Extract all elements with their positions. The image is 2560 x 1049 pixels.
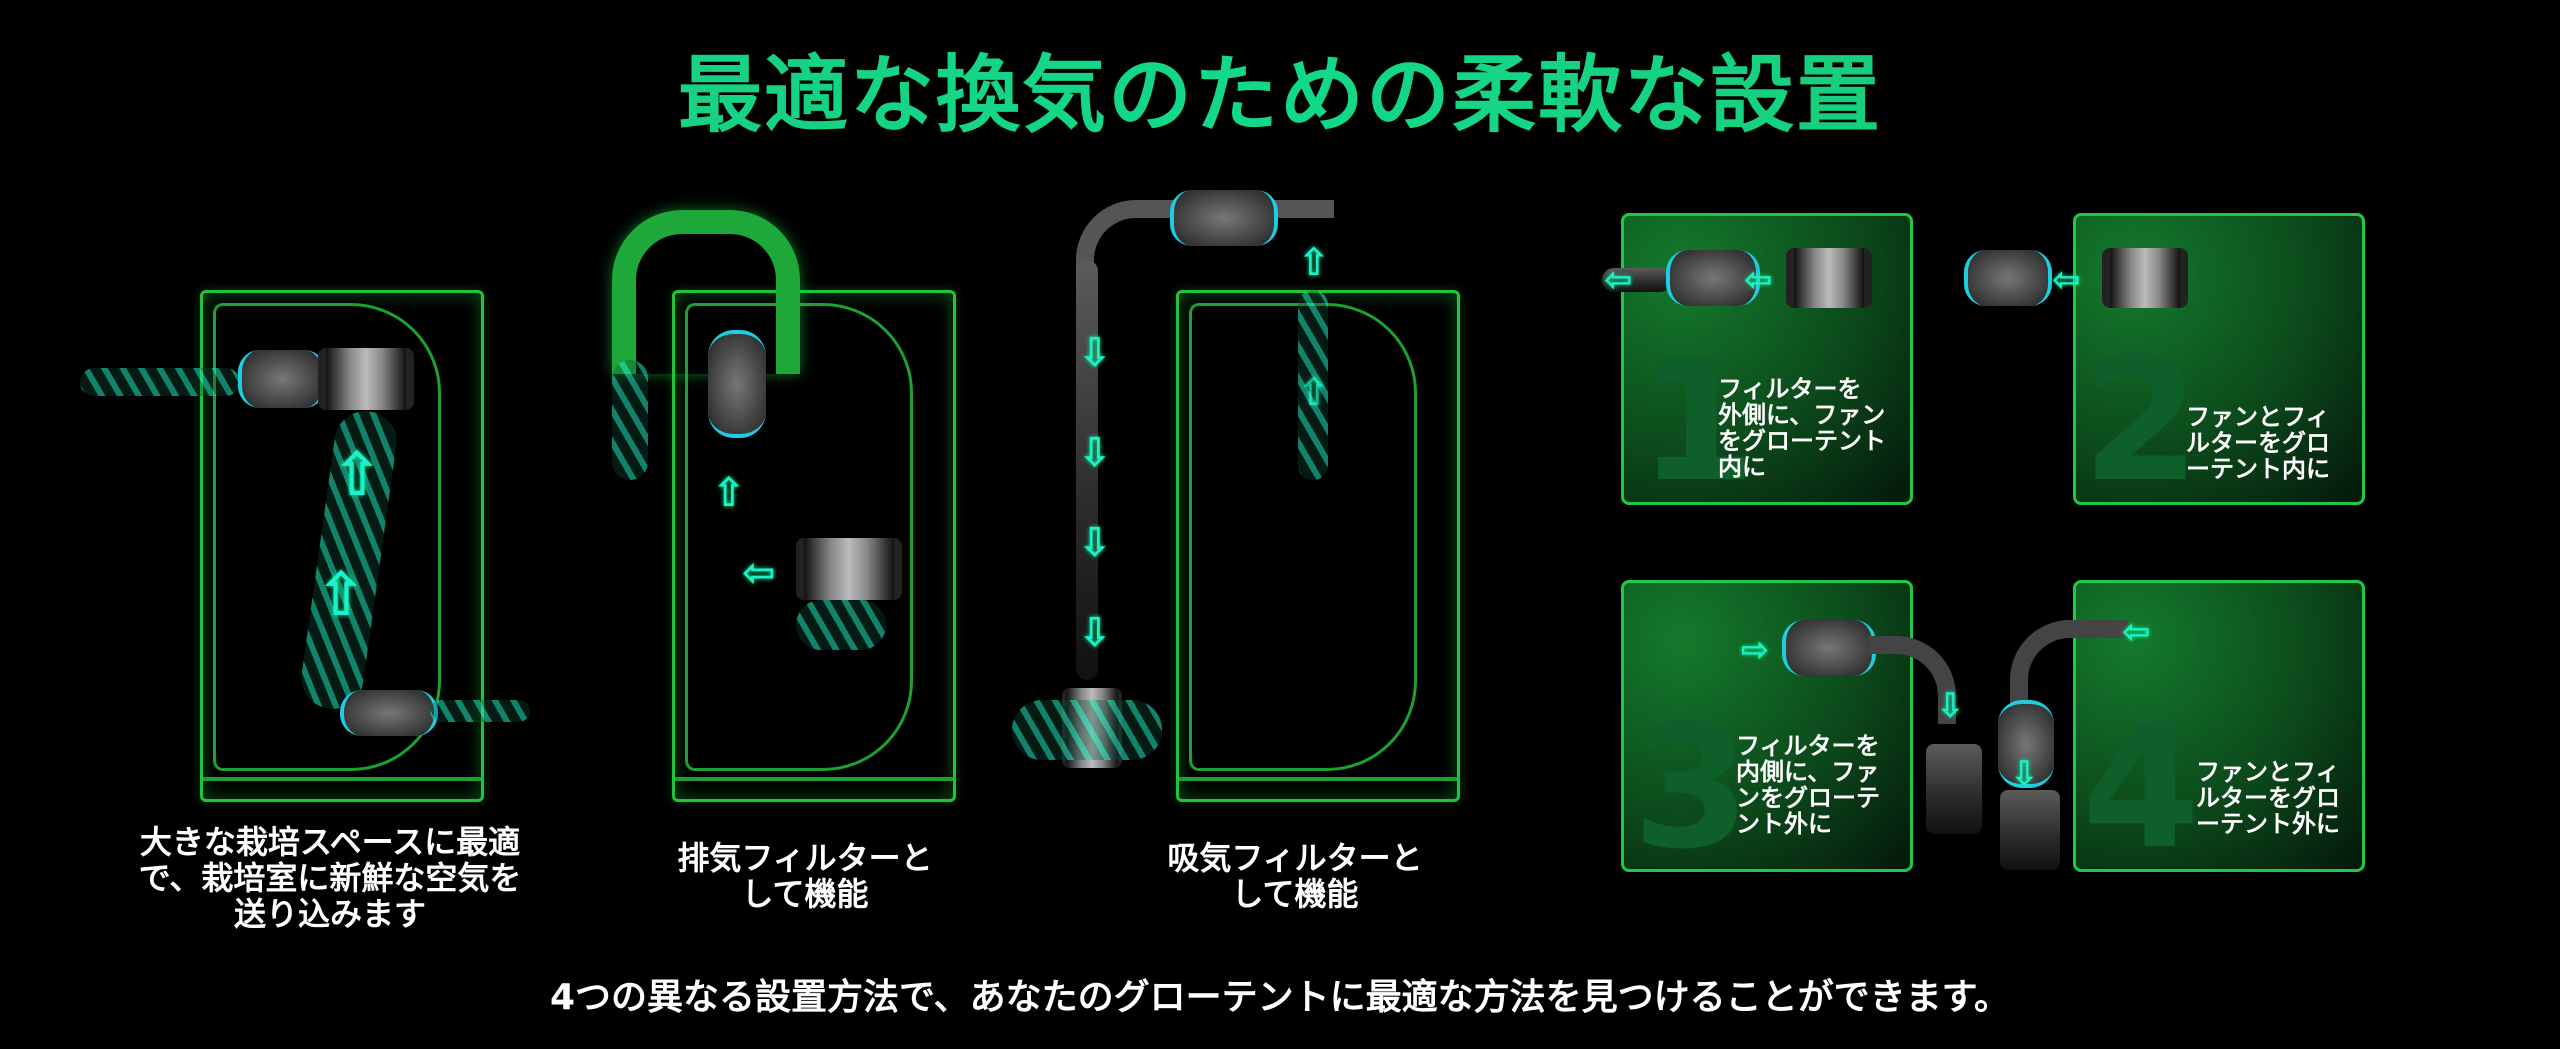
- panel-text: ファンとフィ ルターをグロ ーテント外に: [2196, 758, 2340, 838]
- bottom-description: 4つの異なる設置方法で、あなたのグローテントに最適な方法を見つけることができます…: [549, 977, 2010, 1018]
- airflow-in-3: [1298, 290, 1328, 480]
- arrow-up-icon: ⇧: [316, 560, 367, 630]
- panel1-fan: [1666, 250, 1760, 306]
- arrow-up-icon: ⇧: [332, 440, 383, 510]
- arrow-down-icon: ⇩: [1936, 686, 1965, 726]
- arrow-down-icon: ⇩: [1078, 520, 1112, 566]
- arrow-left-icon: ⇦: [2052, 260, 2081, 300]
- option-panel-3: 3 フィルターを 内側に、ファ ンをグローテ ント外に: [1621, 580, 1913, 887]
- arrow-down-icon: ⇩: [1078, 610, 1112, 656]
- panel1-duct: [1602, 268, 1672, 292]
- caption-scene-1: 大きな栽培スペースに最適 で、栽培室に新鮮な空気を 送り込みます: [138, 823, 522, 933]
- grow-tent-1: [200, 290, 484, 802]
- arrow-right-icon: ⇦: [1740, 630, 1769, 670]
- panel-text: フィルターを 外側に、ファン をグローテント 内に: [1718, 375, 1886, 481]
- page-title: 最適な換気のための柔軟な設置: [0, 28, 2560, 149]
- panel2-filter: [2102, 248, 2188, 308]
- panel-text: フィルターを 内側に、ファ ンをグローテ ント外に: [1736, 732, 1880, 838]
- panel-number: 4: [2082, 689, 2201, 887]
- intake-duct-vertical: [1076, 260, 1098, 680]
- arrow-left-icon: ⇦: [2122, 612, 2151, 652]
- panel-text: ファンとフィ ルターをグロ ーテント内に: [2186, 403, 2330, 483]
- panel-number: 1: [1638, 322, 1757, 520]
- panel2-fan: [1964, 250, 2052, 306]
- panel-number: 3: [1632, 689, 1751, 887]
- arrow-down-icon: ⇩: [1078, 330, 1112, 376]
- airflow-out-1: [430, 700, 530, 722]
- panel1-filter: [1786, 248, 1872, 308]
- caption-scene-3: 吸気フィルターと して機能: [1167, 839, 1423, 913]
- arrow-left-icon: ⇦: [742, 550, 776, 596]
- arrow-left-icon: ⇦: [1604, 260, 1633, 300]
- airflow-intake-2: [796, 600, 886, 650]
- panel4-filter-canister: [2000, 790, 2060, 870]
- panel3-filter-canister: [1926, 744, 1982, 834]
- inline-fan-top-1: [238, 350, 326, 408]
- arrow-up-icon: ⇧: [712, 470, 746, 516]
- panel-number: 2: [2082, 322, 2201, 520]
- airflow-in-1: [80, 368, 240, 396]
- exhaust-duct-arc: [612, 210, 800, 374]
- inline-fan-bottom-1: [340, 690, 438, 736]
- carbon-filter-2: [796, 538, 902, 600]
- arrow-up-icon: ⇧: [1298, 240, 1330, 284]
- airflow-filter-3: [1012, 700, 1162, 760]
- inline-fan-2: [708, 330, 766, 438]
- carbon-filter-1: [318, 348, 414, 410]
- panel4-fan: [1998, 700, 2054, 788]
- inline-fan-3: [1170, 190, 1278, 246]
- arrow-down-icon: ⇩: [2010, 754, 2039, 794]
- arrow-down-icon: ⇩: [1078, 430, 1112, 476]
- arrow-left-icon: ⇦: [1744, 260, 1773, 300]
- panel3-fan: [1782, 620, 1876, 676]
- caption-scene-2: 排気フィルターと して機能: [677, 839, 933, 913]
- airflow-exhaust-2: [612, 360, 648, 480]
